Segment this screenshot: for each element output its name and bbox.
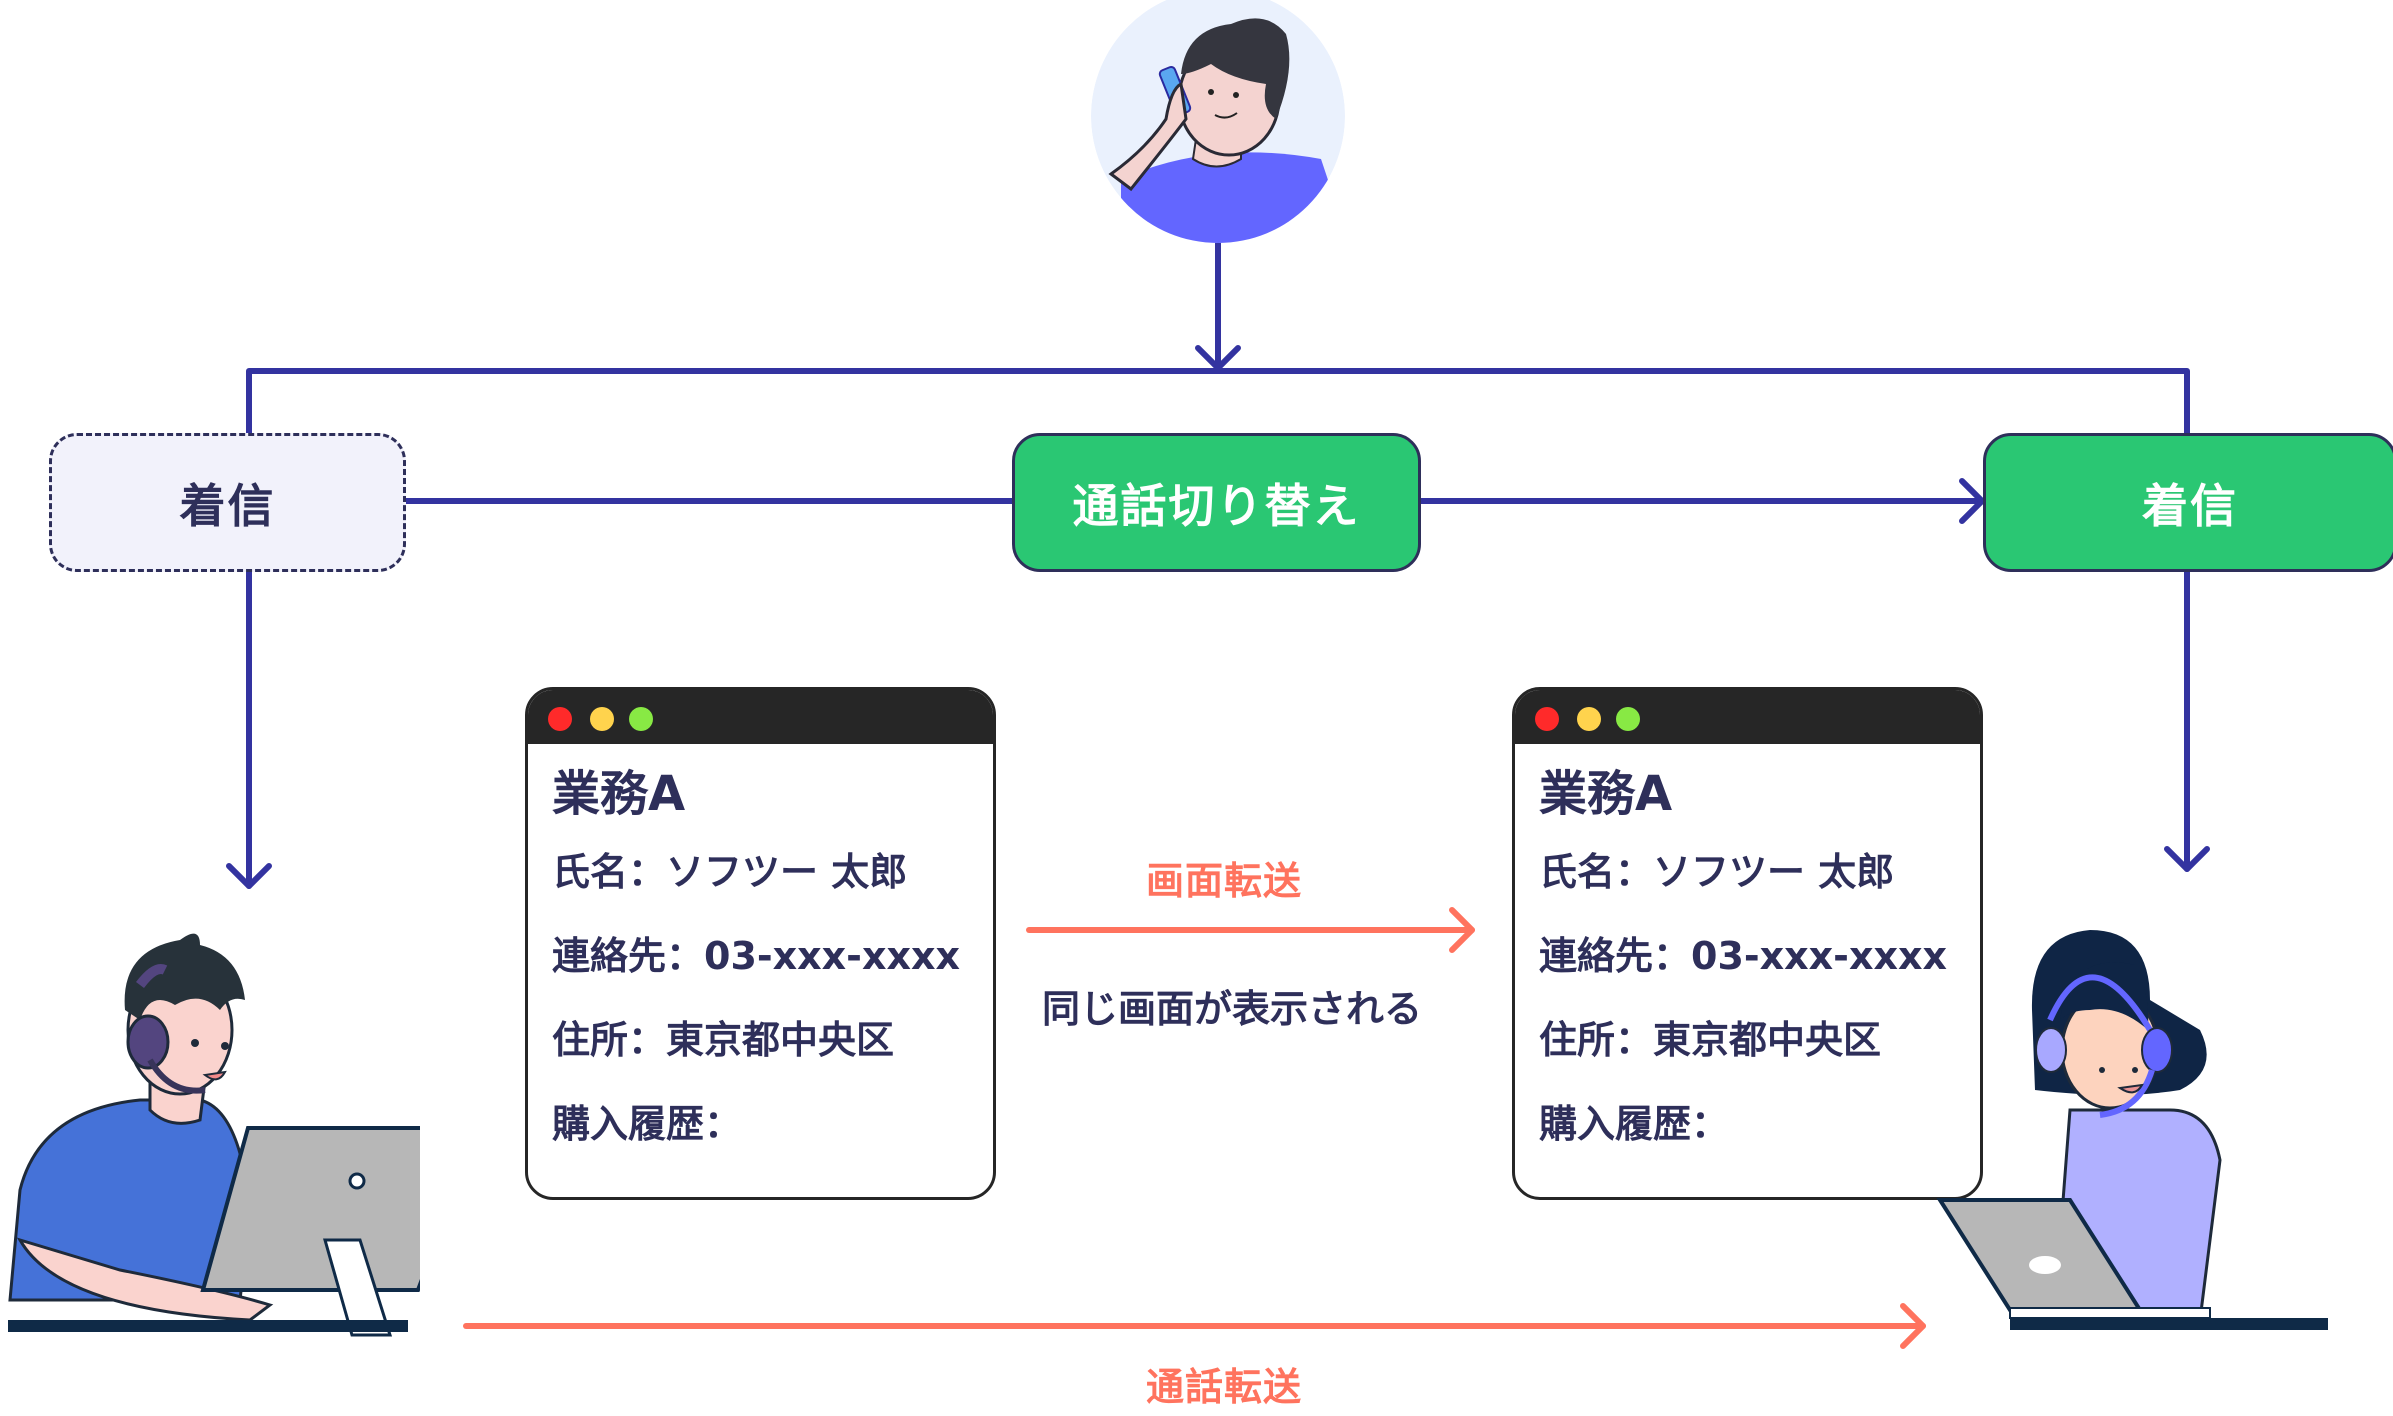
left-incoming-node: 着信: [49, 433, 406, 572]
left-down-arrowhead: [226, 863, 272, 889]
right-down-arrowhead: [2164, 846, 2210, 872]
target-screen-window: 業務A 氏名：ソフツー 太郎 連絡先：03-xxx-xxxx 住所：東京都中央区…: [1512, 687, 1983, 1200]
maximize-dot-icon: [629, 707, 653, 731]
minimize-dot-icon: [590, 707, 614, 731]
purchase-history-row: 購入履歴：: [552, 1102, 743, 1146]
purchase-history-row: 購入履歴：: [1539, 1102, 1730, 1146]
window-title: 業務A: [1539, 766, 1673, 822]
call-transfer-label: 通話転送: [1146, 1365, 1303, 1409]
male-operator-at-desktop-icon: [8, 933, 481, 1337]
source-screen-window: 業務A 氏名：ソフツー 太郎 連絡先：03-xxx-xxxx 住所：東京都中央区…: [525, 687, 996, 1200]
right-incoming-node: 着信: [1983, 433, 2393, 572]
contact-row: 連絡先：03-xxx-xxxx: [1539, 934, 1947, 978]
name-row: 氏名：ソフツー 太郎: [552, 850, 908, 894]
switch-call-node: 通話切り替え: [1012, 433, 1421, 572]
screen-transfer-caption: 同じ画面が表示される: [1042, 987, 1423, 1031]
female-operator-at-laptop-icon: [1936, 930, 2328, 1330]
address-row: 住所：東京都中央区: [1539, 1018, 1882, 1062]
top-bus-line: [246, 368, 2190, 437]
window-titlebar: [528, 690, 993, 744]
call-transfer-arrowhead: [1900, 1303, 1926, 1349]
name-row: 氏名：ソフツー 太郎: [1539, 850, 1895, 894]
male-agent: [0, 910, 481, 1340]
caller-avatar: [1091, 0, 1345, 243]
switch-to-right-arrowhead: [1959, 478, 1985, 524]
window-title: 業務A: [552, 766, 686, 822]
window-titlebar: [1515, 690, 1980, 744]
close-dot-icon: [548, 707, 572, 731]
screen-transfer-label: 画面転送: [1146, 859, 1303, 903]
left-incoming-label: 着信: [179, 478, 276, 533]
right-incoming-label: 着信: [2142, 478, 2238, 533]
maximize-dot-icon: [1616, 707, 1640, 731]
screen-transfer-arrowhead: [1449, 907, 1475, 953]
caller-on-phone-icon: [1091, 0, 1345, 243]
close-dot-icon: [1535, 707, 1559, 731]
contact-row: 連絡先：03-xxx-xxxx: [552, 934, 960, 978]
address-row: 住所：東京都中央区: [552, 1018, 895, 1062]
minimize-dot-icon: [1577, 707, 1601, 731]
switch-call-label: 通話切り替え: [1072, 478, 1361, 533]
female-agent: [1920, 910, 2340, 1340]
